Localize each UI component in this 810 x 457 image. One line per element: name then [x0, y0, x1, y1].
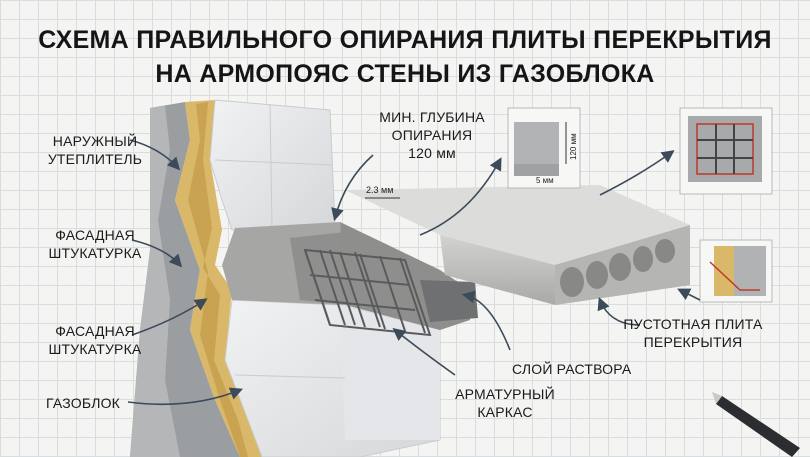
label-line: НАРУЖНЫЙ — [52, 133, 138, 149]
page-title-line-1: СХЕМА ПРАВИЛЬНОГО ОПИРАНИЯ ПЛИТЫ ПЕРЕКРЫ… — [38, 26, 772, 54]
detail-width-dimension: 5 мм — [536, 176, 554, 185]
label-facade-plaster-top: ФАСАДНАЯ ШТУКАТУРКА — [40, 226, 150, 262]
label-line: УТЕПЛИТЕЛЬ — [47, 151, 143, 167]
label-min-support-depth: МИН. ГЛУБИНА ОПИРАНИЯ 120 мм — [372, 108, 492, 162]
insulation-layer — [175, 100, 262, 457]
pencil-decoration — [712, 392, 800, 457]
label-line: КАРКАС — [477, 404, 533, 420]
detail-belt-section — [679, 107, 773, 195]
label-gas-block: ГАЗОБЛОК — [46, 395, 121, 411]
label-line: ПЕРЕКРЫТИЯ — [643, 334, 743, 350]
label-line: ФАСАДНАЯ — [55, 323, 135, 339]
detail-height-dimension: 120 мм — [569, 133, 578, 160]
label-line: ОПИРАНИЯ — [391, 127, 473, 143]
mortar-layer — [420, 280, 478, 322]
label-line: ШТУКАТУРКА — [48, 341, 142, 357]
gas-block-lower — [224, 299, 441, 457]
label-line: ФАСАДНАЯ — [55, 227, 135, 243]
label-line: 120 мм — [408, 145, 456, 161]
label-outer-insulation: НАРУЖНЫЙ УТЕПЛИТЕЛЬ — [40, 132, 150, 168]
label-facade-plaster-bottom: ФАСАДНАЯ ШТУКАТУРКА — [40, 322, 150, 358]
label-rebar-cage: АРМАТУРНЫЙ КАРКАС — [450, 385, 560, 421]
leader-arrows — [127, 139, 701, 406]
rebar-cage — [303, 248, 432, 337]
outer-plaster-layer — [130, 102, 240, 457]
detail-insulation-joint — [699, 239, 773, 303]
page-title-line-2: НА АРМОПОЯС СТЕНЫ ИЗ ГАЗОБЛОКА — [155, 60, 655, 88]
hollow-core-slab — [345, 185, 690, 305]
label-hollow-core-slab: ПУСТОТНАЯ ПЛИТА ПЕРЕКРЫТИЯ — [618, 315, 768, 351]
label-line: АРМАТУРНЫЙ — [455, 386, 555, 402]
label-line: ПУСТОТНАЯ ПЛИТА — [623, 316, 763, 332]
slab-offset-dimension: 2.3 мм — [366, 185, 393, 195]
label-line: ШТУКАТУРКА — [48, 245, 142, 261]
gas-block-upper — [209, 99, 336, 231]
label-mortar-layer: СЛОЙ РАСТВОРА — [512, 361, 632, 377]
detail-support-depth — [507, 107, 581, 189]
label-line: МИН. ГЛУБИНА — [379, 109, 485, 125]
